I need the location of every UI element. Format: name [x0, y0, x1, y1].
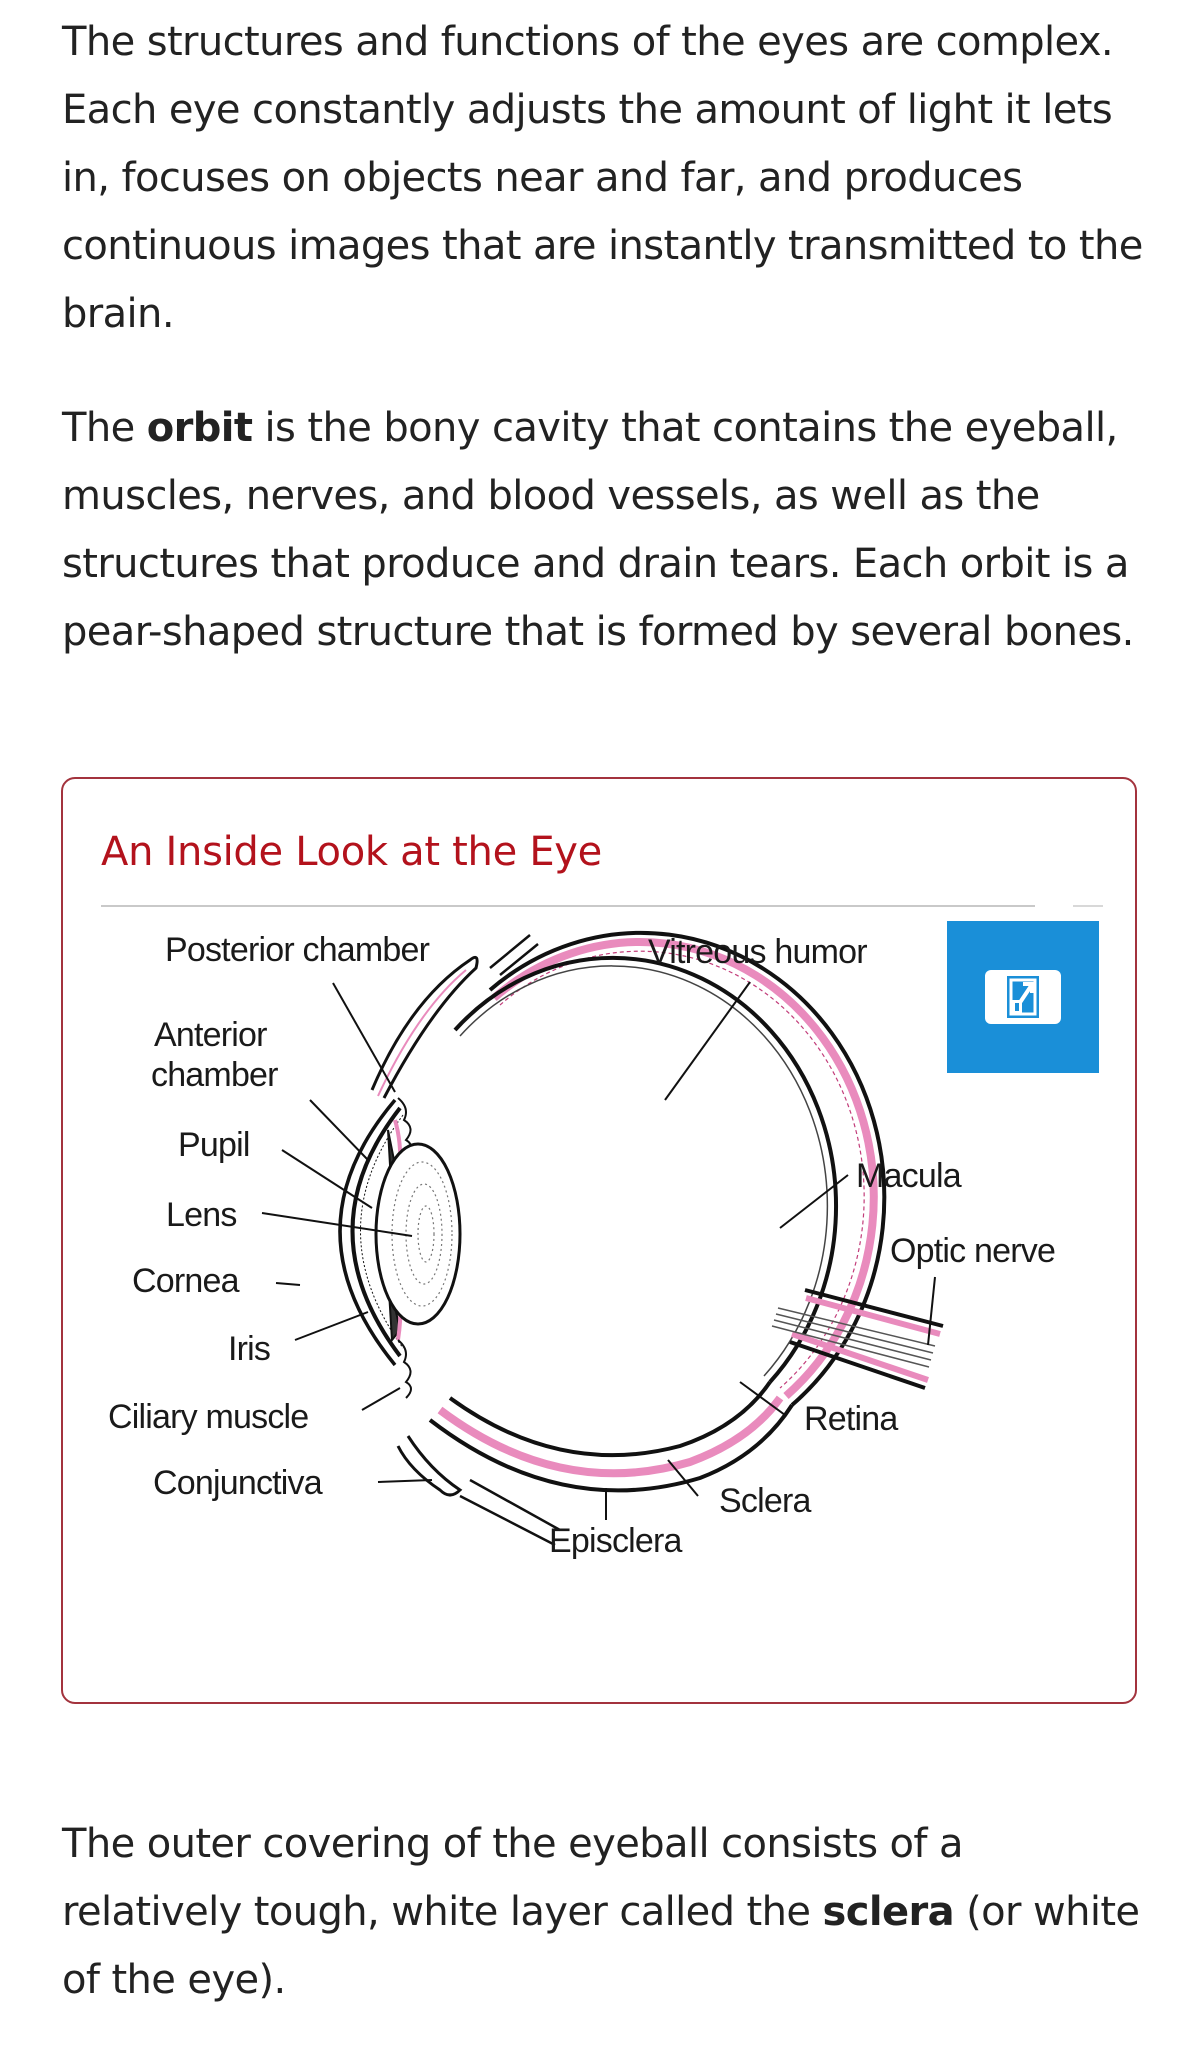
label-episclera: Episclera — [549, 1522, 682, 1560]
label-lens: Lens — [166, 1196, 237, 1234]
figure-title: An Inside Look at the Eye — [101, 829, 602, 875]
label-macula: Macula — [856, 1157, 962, 1195]
label-retina: Retina — [804, 1400, 898, 1438]
label-chamber: chamber — [151, 1056, 278, 1094]
orbit-paragraph-text-rest: is the bony cavity that contains the eye… — [62, 405, 1134, 655]
intro-paragraph: The structures and functions of the eyes… — [62, 8, 1152, 348]
orbit-paragraph-text: The — [62, 405, 147, 451]
label-ciliary-muscle: Ciliary muscle — [108, 1398, 309, 1436]
label-anterior: Anterior — [154, 1016, 267, 1054]
figure-divider-tail — [1073, 905, 1103, 907]
intro-paragraph-text: The structures and functions of the eyes… — [62, 19, 1143, 337]
sclera-paragraph-text: The outer covering of the eyeball consis… — [62, 1821, 964, 1935]
figure-divider — [101, 905, 1035, 907]
label-sclera: Sclera — [719, 1482, 811, 1520]
label-optic-nerve: Optic nerve — [890, 1232, 1056, 1270]
orbit-term: orbit — [146, 405, 253, 451]
label-posterior-chamber: Posterior chamber — [165, 931, 430, 969]
sclera-paragraph-text-rest: (or white of the eye). — [62, 1889, 1140, 2003]
expand-image-icon — [985, 970, 1061, 1024]
label-cornea: Cornea — [132, 1262, 240, 1300]
label-conjunctiva: Conjunctiva — [153, 1464, 323, 1502]
expand-image-button[interactable] — [947, 921, 1099, 1073]
label-iris: Iris — [228, 1330, 271, 1368]
sclera-term: sclera — [822, 1889, 955, 1935]
orbit-paragraph: The orbit is the bony cavity that contai… — [62, 394, 1152, 666]
sclera-paragraph: The outer covering of the eyeball consis… — [62, 1810, 1152, 2014]
label-pupil: Pupil — [178, 1126, 250, 1164]
label-vitreous-humor: Vitreous humor — [648, 933, 868, 971]
